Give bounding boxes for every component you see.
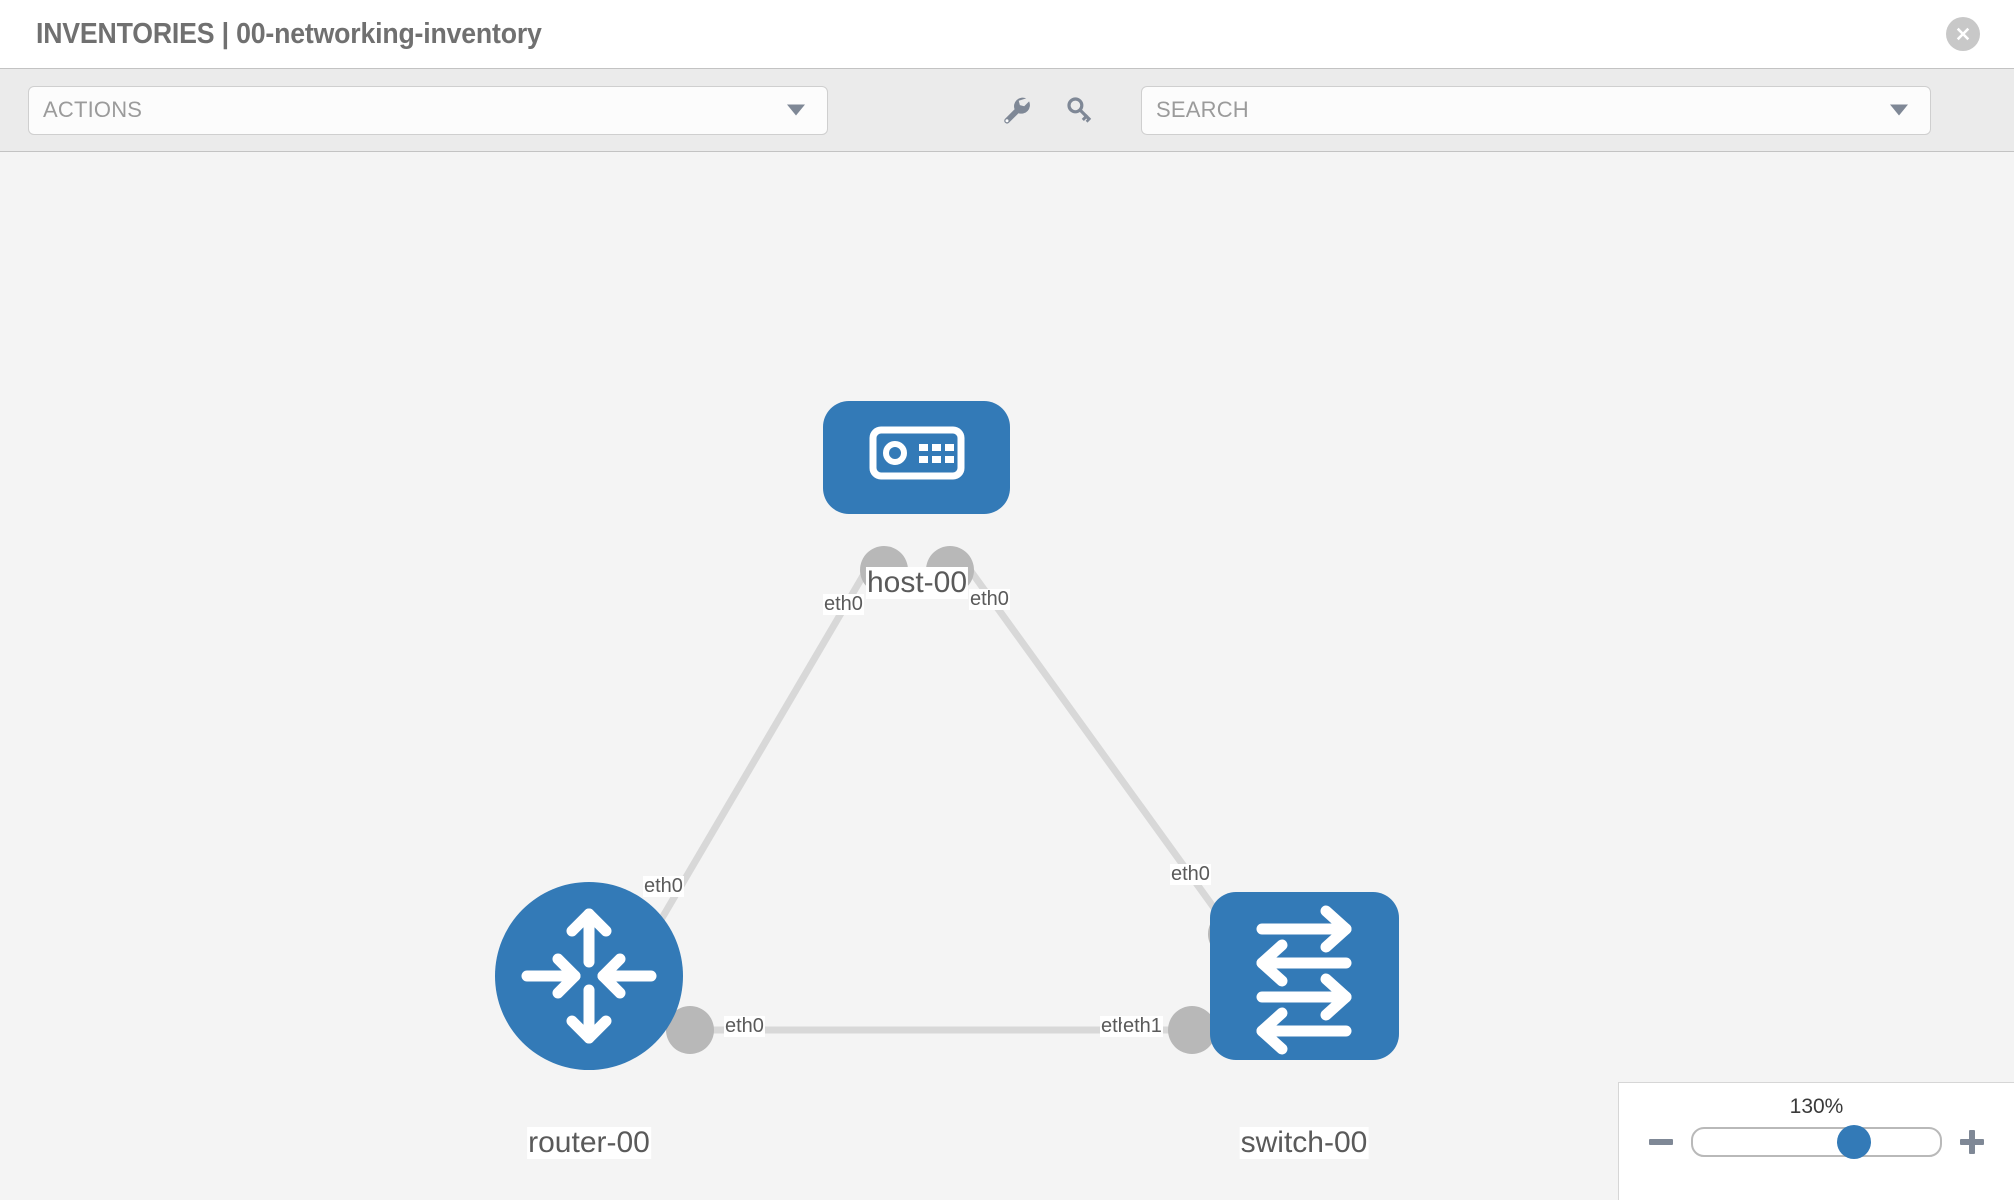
actions-dropdown-label: ACTIONS: [43, 97, 143, 122]
endpoint-router00-eth0: [666, 1006, 714, 1054]
zoom-control: 130%: [1618, 1082, 2014, 1200]
close-icon[interactable]: [1946, 17, 1980, 51]
zoom-slider[interactable]: [1691, 1125, 1942, 1159]
zoom-in-icon[interactable]: [1960, 1130, 1984, 1154]
topology-edges: [651, 549, 1233, 1034]
page-title: INVENTORIES | 00-networking-inventory: [36, 17, 542, 50]
zoom-percent-label: 130%: [1789, 1095, 1844, 1118]
zoom-slider-thumb[interactable]: [1836, 1125, 1871, 1159]
zoom-slider-row: [1619, 1125, 2014, 1159]
topology-canvas[interactable]: host-00 router-00 switch-00 eth0 eth0 et…: [0, 152, 2014, 1200]
iface-label-router00-eth0: eth0: [724, 1015, 765, 1037]
router-arrows-icon: [521, 908, 657, 1044]
page-header: INVENTORIES | 00-networking-inventory: [0, 0, 2014, 68]
iface-label-switch00-eth1: eth1: [1122, 1015, 1163, 1037]
zoom-out-icon[interactable]: [1649, 1130, 1673, 1154]
chevron-down-icon: [787, 104, 805, 116]
wrench-icon[interactable]: [999, 93, 1033, 127]
node-label-router-00: router-00: [527, 1126, 651, 1159]
iface-label-host00-eth0-right: eth0: [969, 588, 1010, 610]
toolbar-icon-group: [999, 93, 1097, 127]
endpoint-switch00-eth1: [1168, 1006, 1216, 1054]
topology-graph: [495, 401, 1399, 1070]
edge-host00-router00: [651, 550, 881, 932]
server-appliance-icon: [869, 426, 965, 480]
iface-label-router00-eth0-uplink: eth0: [643, 875, 684, 897]
switch-arrows-icon: [1256, 905, 1352, 1055]
toolbar: ACTIONS: [0, 68, 2014, 152]
iface-label-switch00-eth0-uplink: eth0: [1170, 863, 1211, 885]
iface-label-host00-eth0-left: eth0: [823, 593, 864, 615]
node-switch-00: [1210, 892, 1399, 1060]
topology-endpoints: [666, 546, 1256, 1054]
chevron-down-icon: [1890, 104, 1908, 116]
node-host-00: [823, 401, 1010, 514]
node-label-host-00: host-00: [865, 566, 969, 599]
key-icon[interactable]: [1063, 93, 1097, 127]
node-router-00: [495, 882, 683, 1070]
search-input[interactable]: SEARCH: [1141, 85, 1931, 135]
search-placeholder: SEARCH: [1156, 97, 1249, 122]
actions-dropdown[interactable]: ACTIONS: [28, 85, 828, 135]
node-label-switch-00: switch-00: [1239, 1126, 1369, 1159]
